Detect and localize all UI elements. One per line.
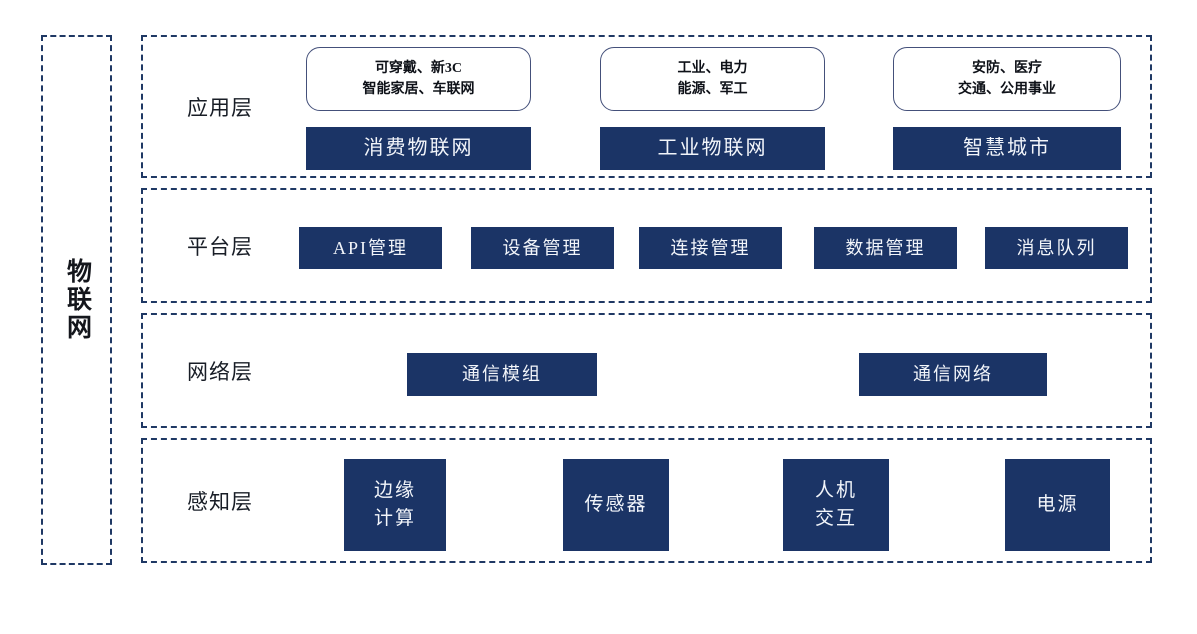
layer-network-label: 网络层 bbox=[187, 359, 253, 384]
tag-city-segments: 安防、医疗 交通、公用事业 bbox=[893, 47, 1121, 111]
box-data-management: 数据管理 bbox=[814, 227, 957, 269]
tag-line: 工业、电力 bbox=[677, 61, 748, 76]
layer-perception: 感知层 边缘 计算 传感器 人机 交互 电源 bbox=[141, 438, 1152, 563]
box-human-machine-interaction: 人机 交互 bbox=[783, 459, 889, 551]
box-line: 边缘 bbox=[373, 479, 416, 501]
tag-line: 安防、医疗 bbox=[972, 61, 1042, 76]
box-device-management: 设备管理 bbox=[471, 227, 614, 269]
box-power: 电源 bbox=[1005, 459, 1110, 551]
layer-platform: 平台层 API管理 设备管理 连接管理 数据管理 消息队列 bbox=[141, 188, 1152, 303]
tag-industrial-segments: 工业、电力 能源、军工 bbox=[600, 47, 825, 111]
box-edge-computing: 边缘 计算 bbox=[344, 459, 446, 551]
box-consumer-iot: 消费物联网 bbox=[306, 127, 531, 170]
box-comm-module: 通信模组 bbox=[407, 353, 597, 396]
tag-line: 智能家居、车联网 bbox=[362, 82, 475, 97]
box-line: 交互 bbox=[814, 508, 857, 529]
layer-application-label: 应用层 bbox=[187, 95, 253, 120]
layer-network: 网络层 通信模组 通信网络 bbox=[141, 313, 1152, 428]
tag-consumer-segments: 可穿戴、新3C 智能家居、车联网 bbox=[306, 47, 531, 111]
box-industrial-iot: 工业物联网 bbox=[600, 127, 825, 170]
box-line: 电源 bbox=[1036, 493, 1079, 515]
tag-line: 能源、军工 bbox=[677, 82, 748, 97]
iot-root-label: 物联网 bbox=[63, 258, 91, 342]
box-connection-management: 连接管理 bbox=[639, 227, 782, 269]
box-sensor: 传感器 bbox=[563, 459, 669, 551]
iot-root-box: 物联网 bbox=[41, 35, 112, 565]
layer-platform-label: 平台层 bbox=[187, 234, 253, 259]
layer-perception-label: 感知层 bbox=[187, 489, 253, 514]
box-smart-city: 智慧城市 bbox=[893, 127, 1121, 170]
box-api-management: API管理 bbox=[299, 227, 442, 269]
box-line: 计算 bbox=[373, 508, 416, 529]
box-line: 人机 bbox=[814, 479, 857, 501]
box-comm-network: 通信网络 bbox=[859, 353, 1047, 396]
box-message-queue: 消息队列 bbox=[985, 227, 1128, 269]
layer-application: 应用层 可穿戴、新3C 智能家居、车联网 工业、电力 能源、军工 安防、医疗 交… bbox=[141, 35, 1152, 178]
box-line: 传感器 bbox=[584, 493, 648, 515]
tag-line: 可穿戴、新3C bbox=[374, 61, 463, 76]
tag-line: 交通、公用事业 bbox=[958, 82, 1056, 97]
